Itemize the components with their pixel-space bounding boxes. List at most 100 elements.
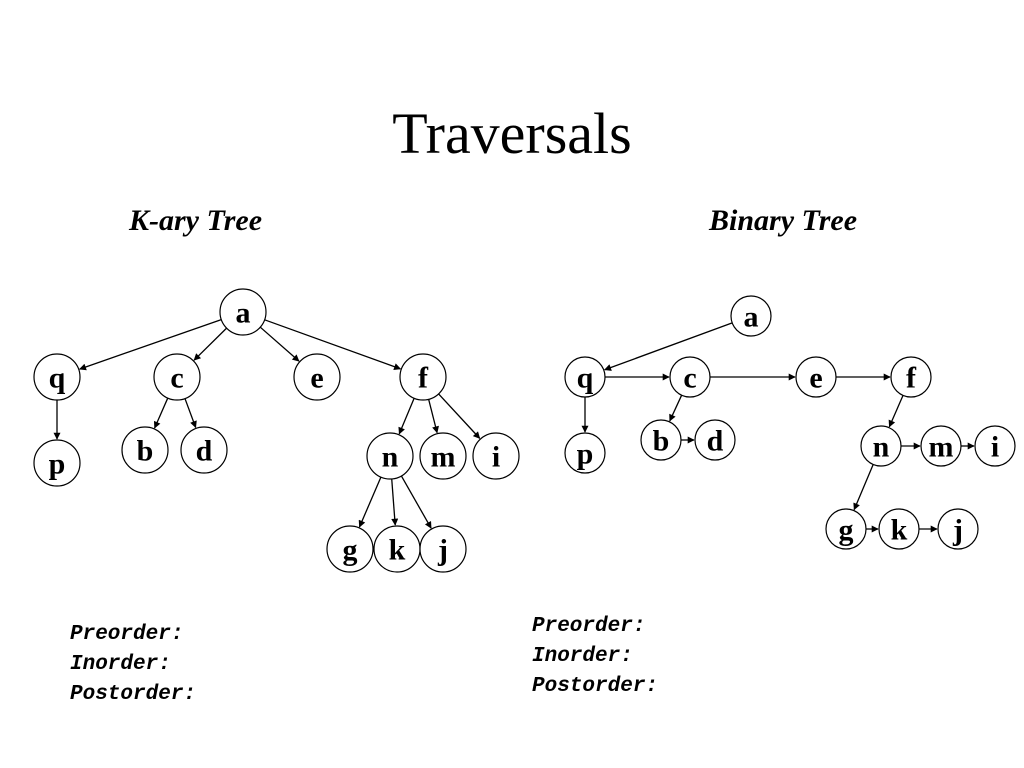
binary-node-label: e [809,362,822,395]
kary-node-d: d [180,426,228,474]
binary-preorder-label: Preorder: [532,615,646,638]
binary-node-circle [974,425,1016,467]
binary-node-circle [669,356,711,398]
binary-node-c: c [669,356,711,398]
binary-node-label: i [991,431,999,464]
binary-postorder-label: Postorder: [532,675,659,698]
kary-node-label: n [382,441,399,474]
kary-node-b: b [121,426,169,474]
binary-node-label: j [952,514,963,547]
binary-node-circle [640,419,682,461]
kary-node-circle [293,353,341,401]
binary-node-f: f [890,356,932,398]
slide-title: Traversals [392,101,632,166]
kary-node-label: c [170,362,183,395]
kary-node-circle [153,353,201,401]
kary-node-circle [472,432,520,480]
kary-edge-f-n [398,397,415,435]
kary-node-j: j [419,525,467,573]
kary-node-circle [121,426,169,474]
kary-node-i: i [472,432,520,480]
kary-node-label: a [236,297,251,330]
binary-node-p: p [564,432,606,474]
binary-node-circle [730,295,772,337]
kary-node-a: a [219,288,267,336]
binary-edge-a-q [604,322,733,371]
kary-node-m: m [419,432,467,480]
kary-node-label: q [49,362,66,395]
kary-edge-n-j [400,475,432,529]
binary-node-circle [795,356,837,398]
binary-node-circle [890,356,932,398]
binary-node-circle [860,425,902,467]
kary-edge-c-b [153,397,169,429]
binary-node-label: g [839,514,854,547]
kary-node-c: c [153,353,201,401]
kary-node-label: p [49,448,66,481]
kary-node-circle [33,353,81,401]
binary-node-q: q [564,356,606,398]
binary-node-label: k [891,514,908,547]
binary-node-circle [920,425,962,467]
binary-node-circle [878,508,920,550]
binary-inorder-label: Inorder: [532,645,633,668]
kary-node-label: m [431,441,456,474]
binary-traversal-labels: Preorder: Inorder: Postorder: [532,612,658,702]
kary-edge-n-g [358,476,382,528]
kary-node-circle [419,525,467,573]
kary-edge-f-i [438,393,481,439]
kary-edge-a-q [78,318,222,371]
kary-edge-f-m [428,399,439,434]
kary-edge-n-k [391,478,399,526]
kary-node-p: p [33,439,81,487]
binary-node-b: b [640,419,682,461]
kary-traversal-labels: Preorder: Inorder: Postorder: [70,620,196,710]
binary-edge-f-n [888,395,904,428]
binary-node-circle [564,432,606,474]
kary-node-f: f [399,353,447,401]
kary-node-circle [180,426,228,474]
binary-node-k: k [878,508,920,550]
binary-node-label: b [653,425,670,458]
binary-node-circle [694,419,736,461]
kary-node-circle [326,525,374,573]
kary-inorder-label: Inorder: [70,653,171,676]
kary-node-circle [399,353,447,401]
kary-edge-a-c [193,327,228,361]
binary-node-label: a [744,301,759,334]
kary-node-g: g [326,525,374,573]
kary-node-circle [33,439,81,487]
binary-node-a: a [730,295,772,337]
binary-node-label: c [683,362,696,395]
kary-node-label: i [492,441,500,474]
binary-node-label: d [707,425,724,458]
kary-node-n: n [366,432,414,480]
binary-edge-c-b [669,394,683,422]
kary-node-label: b [137,435,154,468]
kary-node-label: g [343,534,358,567]
kary-node-circle [366,432,414,480]
binary-edge-n-g [853,464,874,511]
binary-node-label: m [929,431,954,464]
kary-edge-c-d [184,398,197,429]
kary-tree-edges [53,318,481,529]
kary-edge-a-f [264,319,402,371]
binary-node-label: p [577,438,594,471]
binary-node-circle [937,508,979,550]
binary-node-e: e [795,356,837,398]
binary-node-circle [564,356,606,398]
kary-edge-a-e [259,326,300,362]
kary-node-label: k [389,534,406,567]
kary-tree-title: K-ary Tree [129,204,263,237]
kary-node-label: d [196,435,213,468]
kary-node-q: q [33,353,81,401]
kary-node-circle [219,288,267,336]
binary-tree-title: Binary Tree [709,204,858,237]
binary-node-label: f [906,362,917,395]
binary-node-n: n [860,425,902,467]
binary-node-j: j [937,508,979,550]
binary-node-g: g [825,508,867,550]
